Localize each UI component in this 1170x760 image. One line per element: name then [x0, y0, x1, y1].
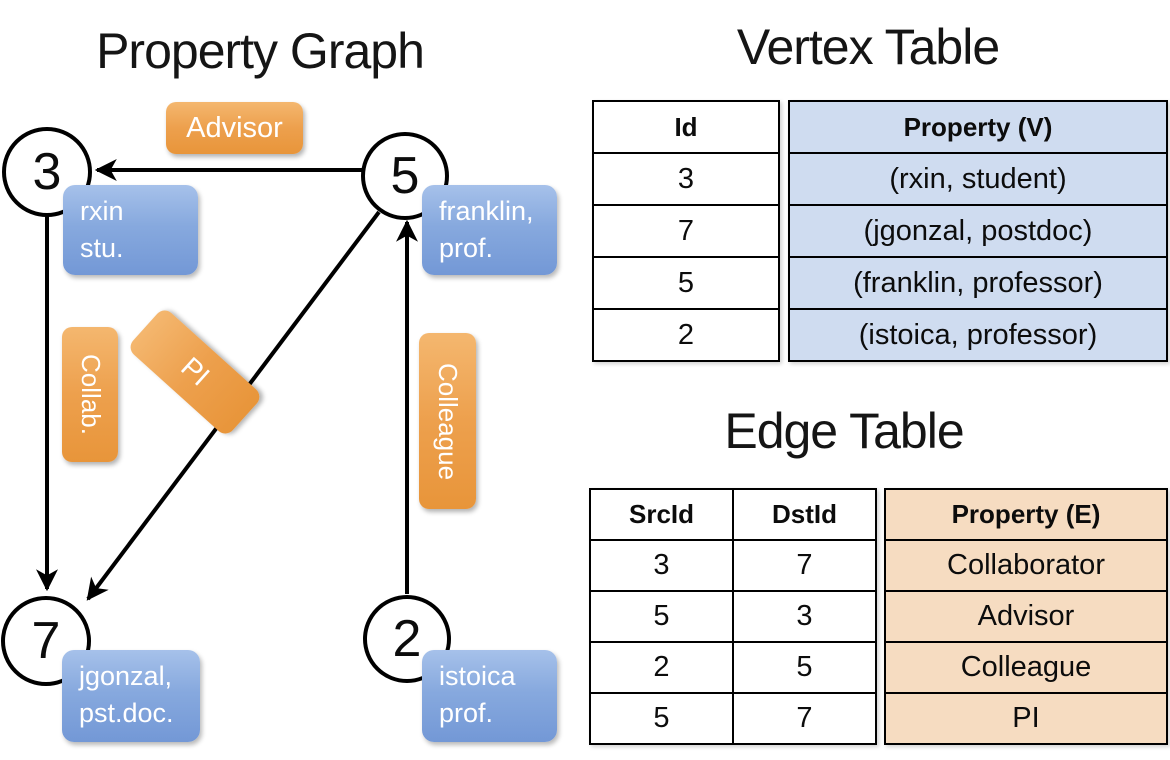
edge-label-advisor-text: Advisor [186, 111, 283, 144]
edge-property-cell: Collaborator [884, 539, 1168, 592]
edge-header-property: Property (E) [884, 488, 1168, 541]
node-3-property-line1: rxin [80, 196, 124, 226]
edge-label-colleague: Colleague [419, 333, 476, 509]
graph-node-2: 2 [363, 595, 451, 683]
edge-dstid-cell: 7 [732, 539, 877, 592]
edge-table-property-column: Property (E) Collaborator Advisor Collea… [884, 488, 1168, 745]
node-5-id: 5 [390, 147, 420, 205]
edge-srcid-cell: 5 [589, 692, 734, 745]
node-3-property-box: rxin stu. [63, 185, 198, 275]
edge-label-pi-text: PI [175, 351, 216, 393]
edge-dstid-cell: 7 [732, 692, 877, 745]
node-2-id: 2 [392, 610, 422, 668]
edge-property-cell: PI [884, 692, 1168, 745]
node-2-property-line1: istoica [439, 661, 516, 691]
node-2-property-box: istoica prof. [422, 650, 557, 742]
vertex-property-cell: (rxin, student) [788, 152, 1168, 206]
edge-table-title: Edge Table [724, 403, 964, 459]
edge-srcid-cell: 5 [589, 590, 734, 643]
graph-node-5: 5 [361, 132, 449, 220]
edge-table-id-columns: SrcId DstId 3 7 5 3 2 5 5 7 [589, 488, 877, 745]
vertex-header-id: Id [592, 100, 780, 154]
edge-label-advisor: Advisor [166, 102, 303, 154]
vertex-table-property-column: Property (V) (rxin, student) (jgonzal, p… [788, 100, 1168, 362]
vertex-id-cell: 5 [592, 256, 780, 310]
edge-header-dstid: DstId [732, 488, 877, 541]
node-7-property-box: jgonzal, pst.doc. [62, 650, 200, 742]
node-5-property-line2: prof. [439, 233, 494, 263]
node-7-id: 7 [31, 612, 61, 670]
vertex-id-cell: 7 [592, 204, 780, 258]
vertex-property-cell: (istoica, professor) [788, 308, 1168, 362]
vertex-property-cell: (jgonzal, postdoc) [788, 204, 1168, 258]
node-7-property-line2: pst.doc. [79, 698, 174, 728]
node-3-id: 3 [32, 143, 62, 201]
node-2-property-line2: prof. [439, 698, 494, 728]
vertex-id-cell: 3 [592, 152, 780, 206]
edge-property-cell: Colleague [884, 641, 1168, 694]
vertex-table-id-column: Id 3 7 5 2 [592, 100, 780, 362]
vertex-id-cell: 2 [592, 308, 780, 362]
edge-srcid-cell: 2 [589, 641, 734, 694]
edge-label-collab: Collab. [62, 327, 118, 462]
edge-header-srcid: SrcId [589, 488, 734, 541]
edge-dstid-cell: 3 [732, 590, 877, 643]
node-3-property-line2: stu. [80, 233, 124, 263]
property-graph-title: Property Graph [96, 23, 425, 79]
vertex-header-property: Property (V) [788, 100, 1168, 154]
edge-srcid-cell: 3 [589, 539, 734, 592]
edge-label-collab-text: Collab. [75, 354, 106, 435]
edge-dstid-cell: 5 [732, 641, 877, 694]
node-5-property-line1: franklin, [439, 196, 534, 226]
edge-label-colleague-text: Colleague [433, 362, 463, 480]
vertex-property-cell: (franklin, professor) [788, 256, 1168, 310]
node-7-property-line1: jgonzal, [79, 661, 173, 691]
edge-property-cell: Advisor [884, 590, 1168, 643]
vertex-table-title: Vertex Table [736, 19, 1000, 75]
node-5-property-box: franklin, prof. [422, 185, 557, 275]
